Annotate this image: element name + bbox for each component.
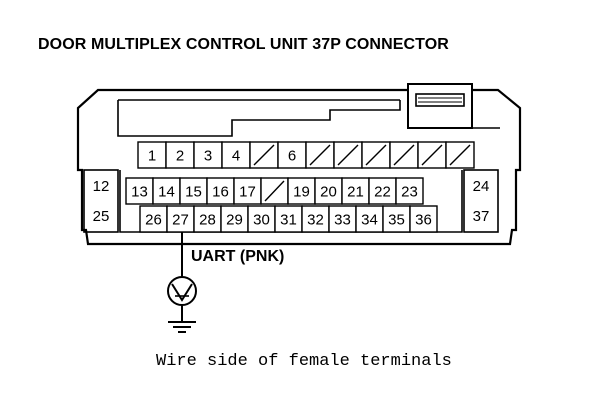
terminal-number: 22 <box>374 184 391 201</box>
terminal-31: 31 <box>274 205 303 233</box>
unused-slash <box>253 144 275 166</box>
housing-top-step <box>117 100 401 137</box>
terminal-4: 4 <box>221 141 251 169</box>
terminal-number: 34 <box>361 212 378 229</box>
terminal-23: 23 <box>395 177 424 205</box>
terminal-number: 27 <box>172 212 189 229</box>
side-block <box>463 169 499 233</box>
terminal-33: 33 <box>328 205 357 233</box>
terminal-6: 6 <box>277 141 307 169</box>
terminal-36: 36 <box>409 205 438 233</box>
terminal-17: 17 <box>233 177 262 205</box>
terminal-unused <box>361 141 391 169</box>
diagram-caption: Wire side of female terminals <box>156 352 452 371</box>
unused-slash <box>337 144 359 166</box>
terminal-16: 16 <box>206 177 235 205</box>
terminal-1: 1 <box>137 141 167 169</box>
ground-icon <box>168 321 196 333</box>
terminal-number: 13 <box>131 184 148 201</box>
terminal-14: 14 <box>152 177 181 205</box>
terminal-unused <box>305 141 335 169</box>
terminal-12: 12 <box>93 178 110 195</box>
terminal-number: 3 <box>204 148 212 165</box>
connector-housing <box>76 88 522 246</box>
wire-label: UART (PNK) <box>191 248 285 265</box>
unused-slash <box>393 144 415 166</box>
terminal-number: 35 <box>388 212 405 229</box>
terminal-13: 13 <box>125 177 154 205</box>
terminal-34: 34 <box>355 205 384 233</box>
unused-slash <box>264 180 285 202</box>
unused-slash <box>449 144 471 166</box>
terminal-37: 37 <box>473 208 490 225</box>
terminal-number: 32 <box>307 212 324 229</box>
terminal-number: 29 <box>226 212 243 229</box>
side-block <box>83 169 119 233</box>
terminal-35: 35 <box>382 205 411 233</box>
terminal-number: 30 <box>253 212 270 229</box>
voltmeter-icon <box>167 276 197 306</box>
terminal-number: 36 <box>415 212 432 229</box>
terminal-3: 3 <box>193 141 223 169</box>
terminal-29: 29 <box>220 205 249 233</box>
diagram-title: DOOR MULTIPLEX CONTROL UNIT 37P CONNECTO… <box>38 36 449 53</box>
terminal-number: 33 <box>334 212 351 229</box>
terminal-number: 1 <box>148 148 156 165</box>
terminal-22: 22 <box>368 177 397 205</box>
terminal-28: 28 <box>193 205 222 233</box>
terminal-27: 27 <box>166 205 195 233</box>
terminal-number: 14 <box>158 184 175 201</box>
terminal-number: 17 <box>239 184 256 201</box>
terminal-number: 4 <box>232 148 240 165</box>
terminal-19: 19 <box>287 177 316 205</box>
terminal-20: 20 <box>314 177 343 205</box>
terminal-15: 15 <box>179 177 208 205</box>
connector-latch <box>407 83 500 129</box>
terminal-number: 2 <box>176 148 184 165</box>
right-side-terminals: 24 37 <box>463 169 499 233</box>
terminal-number: 6 <box>288 148 296 165</box>
terminal-unused <box>333 141 363 169</box>
terminal-number: 21 <box>347 184 364 201</box>
terminal-number: 15 <box>185 184 202 201</box>
terminal-number: 28 <box>199 212 216 229</box>
unused-slash <box>421 144 443 166</box>
terminal-number: 31 <box>280 212 297 229</box>
terminal-32: 32 <box>301 205 330 233</box>
terminal-unused <box>260 177 289 205</box>
terminal-number: 23 <box>401 184 418 201</box>
terminal-unused <box>417 141 447 169</box>
unused-slash <box>365 144 387 166</box>
terminal-number: 20 <box>320 184 337 201</box>
terminal-unused <box>445 141 475 169</box>
top-row-terminals: 1 2 3 4 6 <box>137 141 475 169</box>
terminal-number: 26 <box>145 212 162 229</box>
bottom-row-terminals: 26 27 28 29 30 31 32 33 34 35 36 <box>139 205 438 233</box>
middle-row-terminals: 13 14 15 16 17 19 20 21 22 23 <box>125 177 424 205</box>
terminal-number: 16 <box>212 184 229 201</box>
terminal-26: 26 <box>139 205 168 233</box>
left-side-terminals: 12 25 <box>83 169 119 233</box>
terminal-25: 25 <box>93 208 110 225</box>
terminal-unused <box>249 141 279 169</box>
unused-slash <box>309 144 331 166</box>
terminal-number: 19 <box>293 184 310 201</box>
terminal-21: 21 <box>341 177 370 205</box>
terminal-30: 30 <box>247 205 276 233</box>
terminal-24: 24 <box>473 178 490 195</box>
terminal-unused <box>389 141 419 169</box>
terminal-2: 2 <box>165 141 195 169</box>
